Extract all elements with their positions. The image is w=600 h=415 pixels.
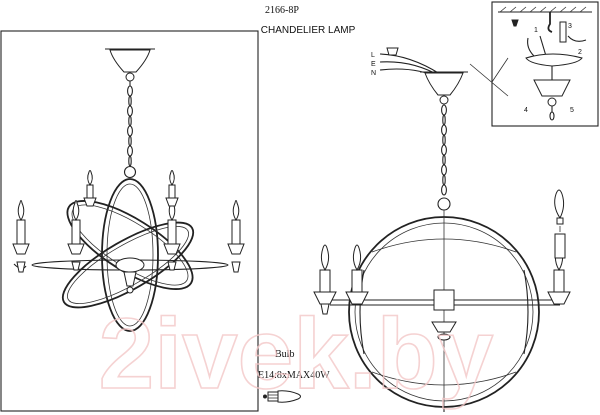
inset-callout-4: 4 (524, 107, 528, 114)
bulb-icon (263, 390, 301, 403)
arm-assembly (31, 257, 229, 294)
model-number: 2166-8P (265, 5, 299, 16)
candle-arm-3 (163, 200, 181, 271)
side-candle-2 (345, 244, 369, 305)
candle-arm-2 (67, 200, 85, 271)
wire-label-e: E (371, 61, 376, 68)
perspective-view (0, 30, 259, 412)
wire-label-n: N (371, 70, 376, 77)
bulb-spec: Bulb E14:8xMAX40W (258, 349, 330, 403)
candle-arm-rear-2 (165, 170, 179, 207)
perspective-frame (0, 30, 259, 412)
inset-callout-5: 5 (570, 107, 574, 114)
wiring-detail-inset: 1 2 3 4 5 (469, 1, 599, 127)
inset-callout-2: 2 (578, 49, 582, 56)
inset-callout-1: 1 (534, 27, 538, 34)
bulb-label: Bulb (275, 349, 294, 360)
ceiling-canopy (105, 48, 155, 82)
inset-callout-3: 3 (568, 23, 572, 30)
candle-arm-4 (227, 200, 245, 273)
drawing-title: CHANDELIER LAMP (261, 25, 356, 36)
side-chain (437, 104, 451, 211)
exploded-bulb-parts (554, 189, 566, 259)
bulb-spec-text: E14:8xMAX40W (258, 370, 330, 381)
side-elevation: L E N (313, 47, 571, 412)
candle-arm-1 (12, 200, 30, 273)
candle-arm-rear-1 (83, 170, 97, 207)
inset-frame (491, 1, 599, 127)
side-candle-1 (313, 244, 337, 315)
suspension-chain (123, 81, 137, 179)
side-canopy (420, 71, 468, 105)
watermark: 2ivek.by (99, 298, 494, 410)
wire-label-l: L (371, 52, 375, 59)
side-arm (330, 289, 560, 341)
